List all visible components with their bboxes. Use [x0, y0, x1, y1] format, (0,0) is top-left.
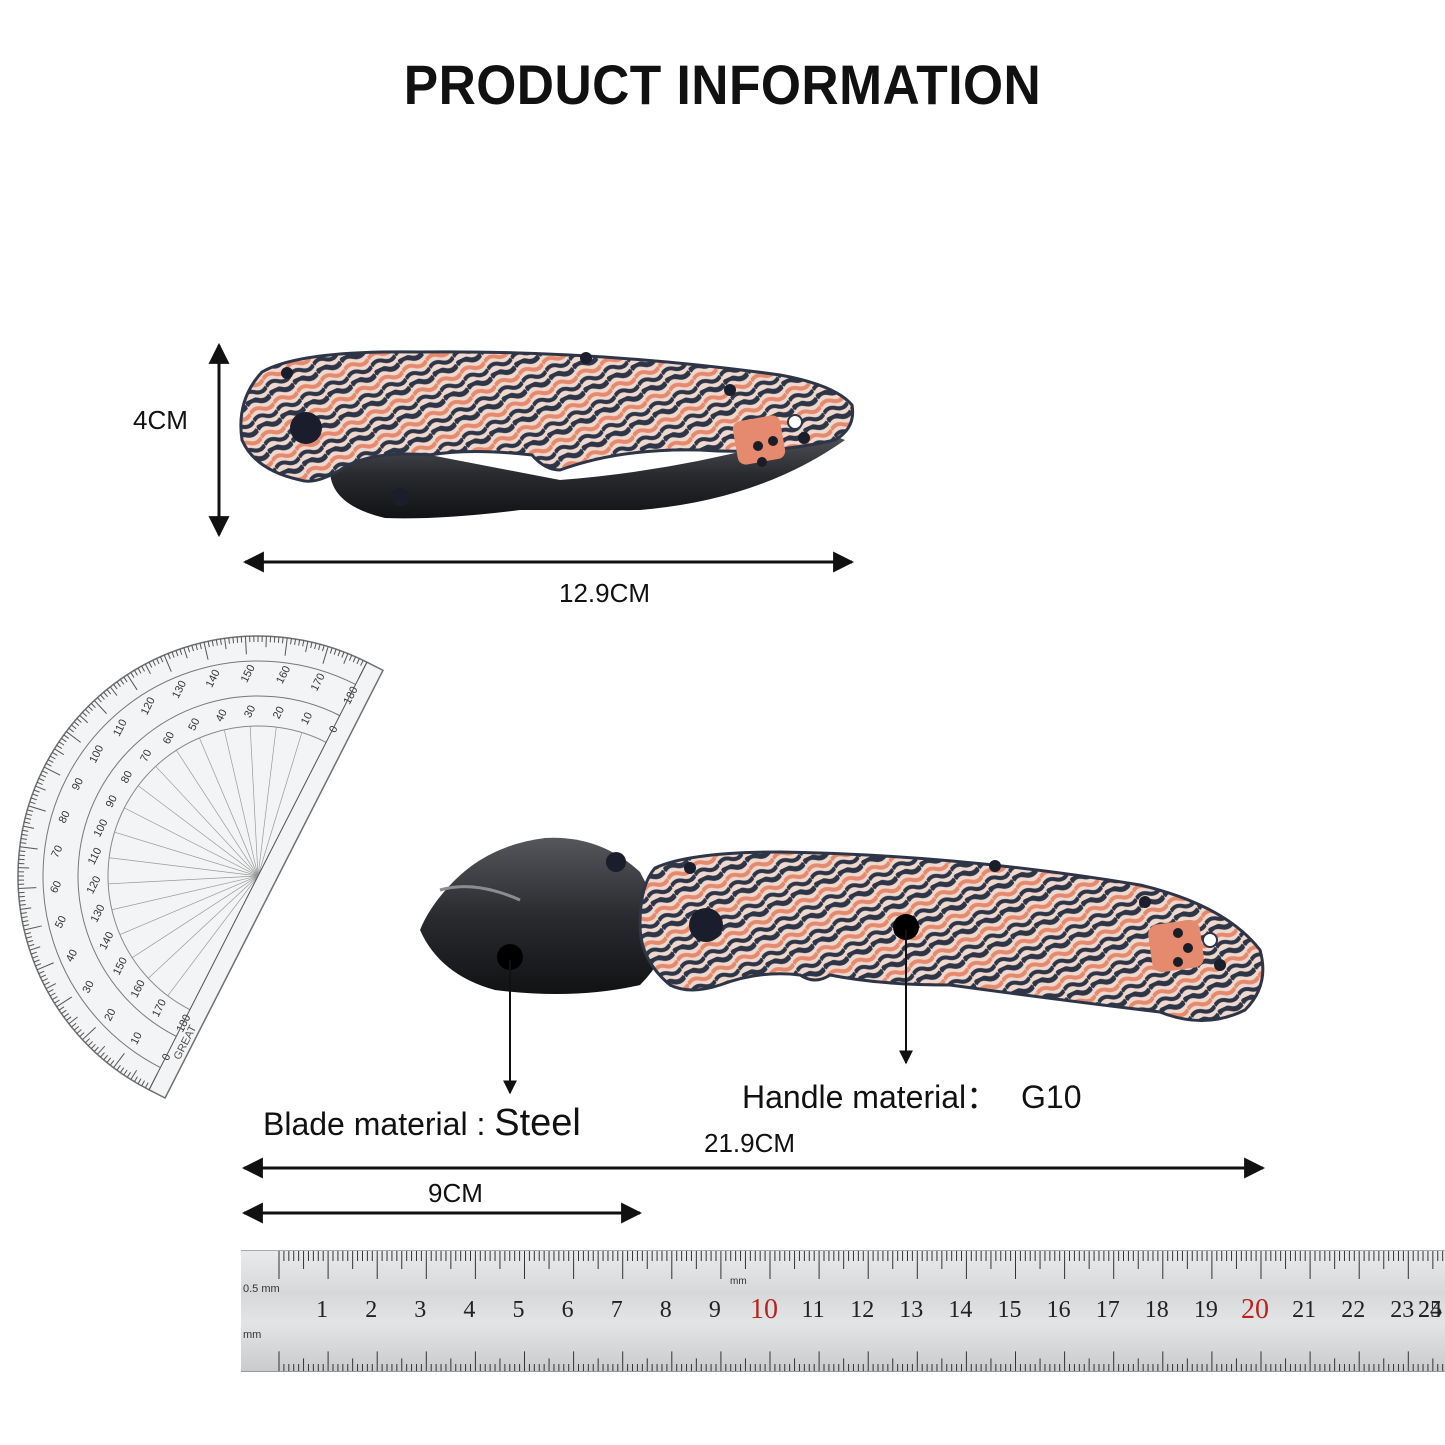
- blade-material-callout: Blade material : Steel: [263, 1102, 581, 1145]
- ruler-number: 7: [610, 1297, 623, 1323]
- ruler-number: 19: [1193, 1297, 1218, 1323]
- protractor-inner-label: 0: [327, 724, 340, 735]
- ruler-number: 16: [1046, 1297, 1071, 1323]
- ruler-number: 9: [708, 1297, 721, 1323]
- page-title: PRODUCT INFORMATION: [403, 53, 1042, 116]
- ruler-number: 8: [659, 1297, 672, 1323]
- open-handle-orange-inlay: [1148, 919, 1204, 973]
- ruler-unit-mid: mm: [730, 1276, 747, 1287]
- protractor-inner-label: 30: [242, 703, 258, 719]
- blade-length-label: 9CM: [428, 1178, 483, 1208]
- blade-material-value: Steel: [494, 1102, 581, 1144]
- handle-material-value: G10: [1021, 1079, 1082, 1115]
- protractor-outer-label: 70: [49, 843, 65, 859]
- ruler-number: 14: [948, 1297, 973, 1323]
- protractor-outer-label: 60: [48, 879, 64, 895]
- blade-callout-dot: [497, 944, 523, 970]
- handle-callout-dot: [893, 914, 919, 940]
- protractor-outer-label: 30: [81, 979, 97, 995]
- protractor-inner-label: 20: [271, 705, 287, 721]
- protractor-inner-label: 50: [186, 716, 202, 732]
- protractor-inner-label: 80: [119, 769, 135, 785]
- ruler-number: 24: [1418, 1297, 1442, 1323]
- ruler-number: 4: [463, 1297, 476, 1323]
- ruler-number: 15: [997, 1297, 1022, 1323]
- closed-length-label: 12.9CM: [559, 578, 651, 608]
- protractor-inner-label: 10: [299, 710, 315, 726]
- protractor-inner-label: 70: [138, 748, 154, 764]
- ruler-number: 5: [512, 1297, 525, 1323]
- protractor-inner-label: 90: [104, 793, 120, 809]
- ruler-number: 13: [899, 1297, 924, 1323]
- ruler-number: 22: [1341, 1297, 1366, 1323]
- blade-material-label: Blade material :: [263, 1106, 486, 1142]
- ruler-ticks: [278, 1251, 1444, 1371]
- ruler-number: 1: [316, 1297, 329, 1323]
- protractor-outer-label: 0: [160, 1052, 173, 1063]
- ruler-number: 2: [365, 1297, 378, 1323]
- protractor-outer-label: 20: [102, 1007, 118, 1023]
- protractor-inner-label: 40: [214, 707, 230, 723]
- open-blade: [420, 837, 670, 994]
- ruler-number: 17: [1095, 1297, 1120, 1323]
- ruler-number: 25: [1418, 1297, 1442, 1323]
- open-handle: [638, 850, 1265, 1022]
- measuring-ruler: [241, 1250, 1445, 1372]
- protractor-outer-label: 10: [129, 1030, 145, 1046]
- ruler-unit-top: 0.5 mm: [243, 1283, 280, 1295]
- closed-handle-orange-inlay: [732, 415, 786, 465]
- ruler-number: 18: [1144, 1297, 1169, 1323]
- ruler-number: 20: [1241, 1294, 1269, 1325]
- closed-blade: [330, 430, 845, 519]
- open-knife: [420, 837, 1265, 1022]
- handle-material-label: Handle material：: [742, 1079, 999, 1115]
- open-pivot-icon: [689, 908, 723, 942]
- closed-knife: [239, 350, 855, 519]
- closed-pivot-icon: [290, 412, 322, 444]
- protractor-outer-label: 50: [53, 914, 69, 930]
- protractor-outer-label: 90: [70, 776, 86, 792]
- protractor-outer-label: 80: [57, 809, 73, 825]
- protractor-inner-label: 60: [161, 730, 177, 746]
- ruler-unit-bottom: mm: [243, 1329, 262, 1341]
- ruler-number: 10: [750, 1294, 778, 1325]
- ruler-number: 21: [1292, 1297, 1317, 1323]
- ruler-number: 3: [414, 1297, 427, 1323]
- height-label: 4CM: [133, 405, 188, 435]
- handle-material-callout: Handle material： G10: [742, 1072, 1082, 1118]
- protractor-outer-label: 40: [64, 948, 80, 964]
- ruler-number: 6: [561, 1297, 574, 1323]
- ruler-number: 23: [1390, 1297, 1415, 1323]
- ruler-number: 12: [850, 1297, 875, 1323]
- ruler-number: 11: [801, 1297, 825, 1323]
- total-length-label: 21.9CM: [704, 1128, 796, 1158]
